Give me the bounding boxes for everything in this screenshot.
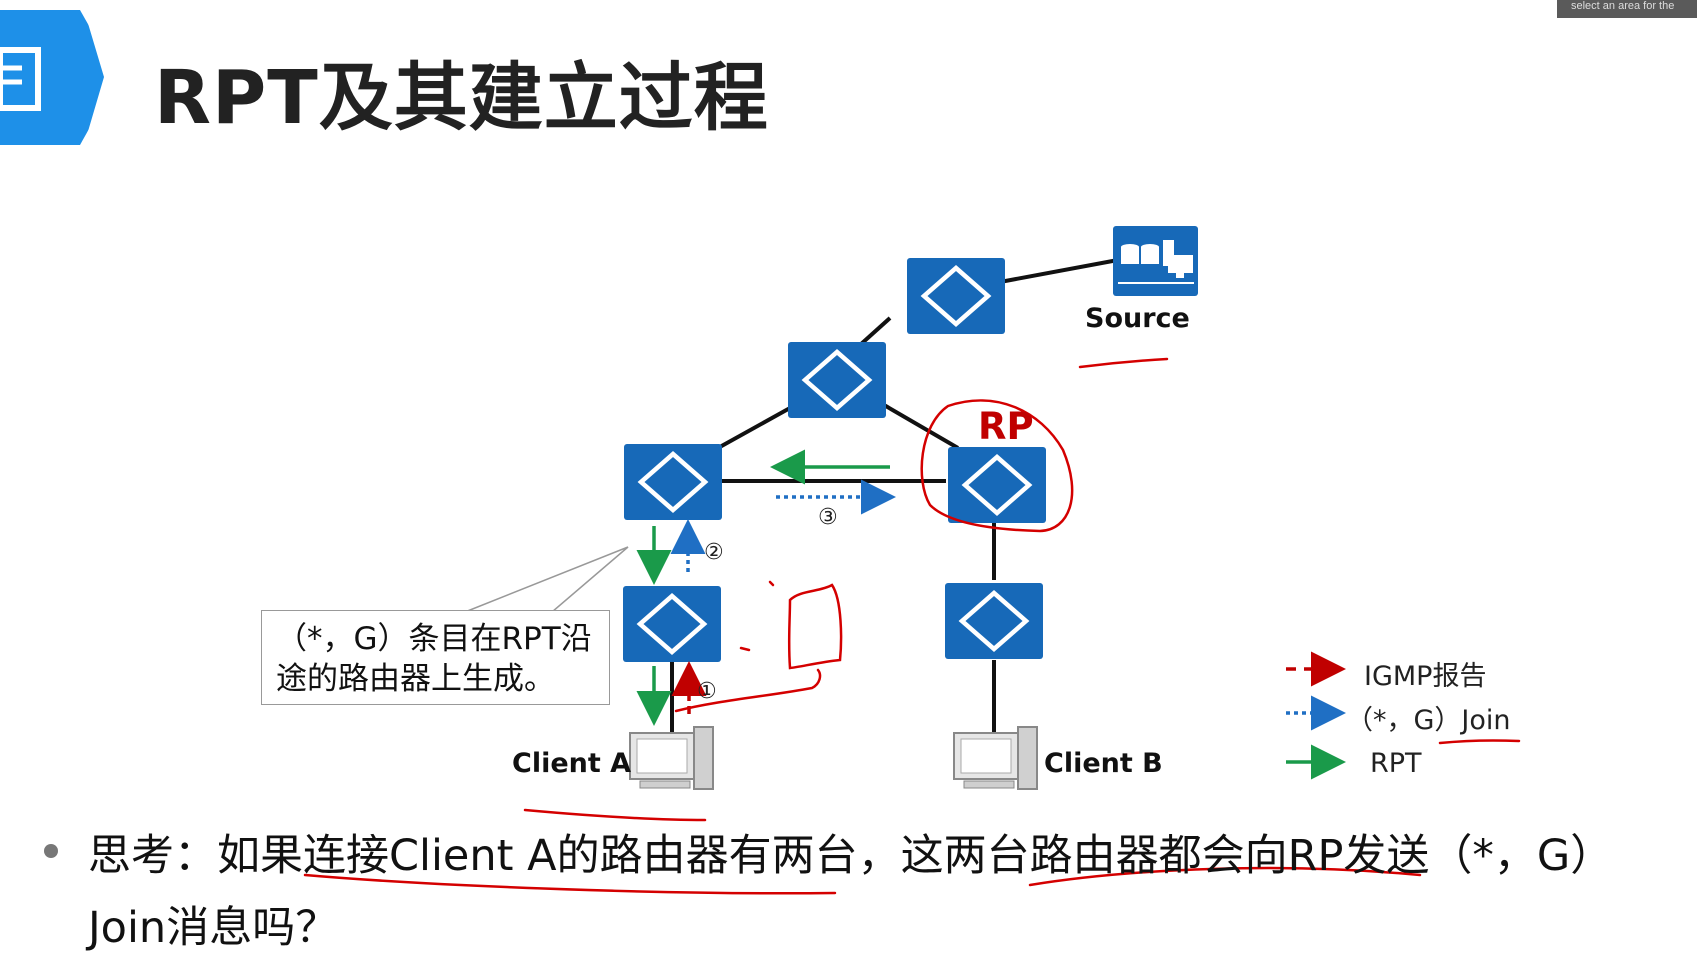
question-line-1: 思考：如果连接Client A的路由器有两台，这两台路由器都会向RP发送（*，G… — [88, 831, 1614, 881]
rp-label: RP — [978, 405, 1034, 448]
client-a-label: Client A — [512, 748, 632, 779]
router-icon-clientb-gateway — [945, 583, 1043, 659]
step-2-label: ② — [704, 540, 724, 565]
mark-dot — [768, 580, 775, 587]
join-underline — [1438, 739, 1521, 745]
client-b-label: Client B — [1044, 748, 1163, 779]
network-links — [670, 258, 1119, 735]
router-icon-top — [907, 258, 1005, 334]
list-icon — [0, 47, 41, 111]
legend-rpt-label: RPT — [1370, 748, 1422, 779]
question-underline-2 — [1028, 866, 1422, 887]
flow-arrows — [636, 449, 896, 726]
router-icon-left — [624, 444, 722, 520]
bullet-dot — [44, 844, 58, 858]
router-icon-mid — [788, 342, 886, 418]
computer-icon-clientb — [953, 726, 1038, 790]
selection-tooltip: select an area for the — [1557, 0, 1697, 18]
step-3-label: ③ — [818, 505, 838, 530]
clienta-overline — [523, 808, 707, 822]
question-line-2: Join消息吗？ — [88, 903, 339, 953]
server-icon — [1113, 226, 1198, 296]
router-icon-clienta-gateway — [623, 586, 721, 662]
legend-swatches — [1286, 651, 1346, 780]
computer-icon-clienta — [629, 726, 714, 790]
question-underline-1 — [303, 873, 837, 895]
link-r1-r2 — [858, 316, 892, 347]
mark-tick — [739, 646, 751, 652]
rp-circle-annotation — [920, 399, 1074, 533]
callout-line-2: 途的路由器上生成。 — [276, 661, 555, 697]
link-r2-r3 — [717, 406, 791, 450]
legend-igmp-label: IGMP报告 — [1364, 661, 1487, 692]
link-r2-rp — [882, 403, 960, 450]
slide-header-tab — [0, 10, 120, 145]
router-icon-rp — [948, 447, 1046, 523]
scribble-box — [787, 583, 843, 670]
link-r1-source — [999, 258, 1119, 284]
igmp-link-scribble — [674, 668, 822, 713]
source-label: Source — [1085, 303, 1190, 334]
source-underline — [1078, 357, 1169, 369]
callout-box: （*，G）条目在RPT沿 途的路由器上生成。 — [261, 610, 610, 705]
legend-join-label: （*，G）Join — [1346, 705, 1511, 736]
callout-line-1: （*，G）条目在RPT沿 — [276, 621, 592, 657]
page-title: RPT及其建立过程 — [154, 55, 769, 141]
callout-pointer — [464, 546, 629, 613]
step-1-label: ① — [697, 679, 717, 704]
